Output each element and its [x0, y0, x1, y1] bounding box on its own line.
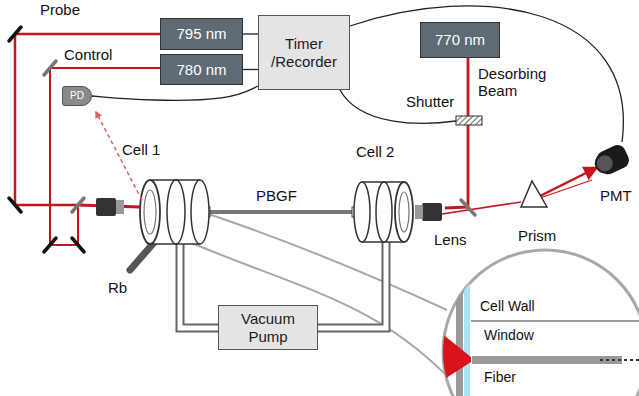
- part-label: Window: [484, 328, 534, 343]
- mirror: [44, 238, 56, 252]
- part-label: Control: [64, 47, 112, 64]
- signal-wires: [340, 6, 623, 142]
- node-text: PD: [70, 90, 84, 102]
- laser-beams: [15, 34, 596, 245]
- cell-window: [399, 192, 409, 232]
- desorbing-beam: [445, 58, 468, 208]
- prism: [521, 181, 547, 207]
- dispersed-beam: [540, 180, 592, 198]
- node-text: 795 nm: [176, 25, 226, 42]
- vacuum-tube: [180, 244, 218, 328]
- cell-window: [144, 190, 156, 234]
- probe-beam: [15, 34, 160, 205]
- pbgf-fiber: [205, 210, 358, 214]
- laser-box: 780 nm: [160, 54, 243, 85]
- signal-wire: [243, 69, 258, 70]
- signal-wire: [92, 86, 258, 100]
- node-text: Timer /Recorder: [265, 35, 343, 70]
- fiber: [472, 356, 622, 364]
- shutter-wire: [340, 90, 456, 123]
- pmt-wire: [350, 6, 623, 142]
- part-label: PBGF: [256, 188, 297, 205]
- control-beam: [50, 68, 160, 245]
- pmt-window: [593, 151, 617, 175]
- lens: [96, 198, 116, 216]
- pmt-detector: [592, 142, 632, 178]
- cell-flange: [376, 182, 392, 242]
- part-label: Shutter: [406, 94, 454, 111]
- wall-edge: [471, 320, 639, 322]
- inset-circle: [443, 250, 639, 396]
- lens: [415, 205, 423, 219]
- window-glass: [464, 250, 470, 396]
- part-label: Cell Wall: [480, 299, 535, 314]
- photodiode: PD: [62, 86, 92, 106]
- zoom-line: [180, 238, 462, 392]
- cell-2: [354, 182, 413, 242]
- node-text: 770 nm: [435, 31, 485, 48]
- signal-wire: [243, 33, 258, 34]
- laser-box: 795 nm: [160, 18, 243, 50]
- signal-beam: [442, 202, 521, 214]
- mirrors: [9, 27, 475, 252]
- laser-box: 770 nm: [420, 22, 500, 58]
- mirror: [9, 27, 21, 41]
- instrument-box: Timer /Recorder: [258, 15, 350, 90]
- part-label: Desorbing Beam: [478, 66, 558, 99]
- cell-flange: [191, 180, 209, 244]
- cell-1: [140, 180, 209, 244]
- mirror: [72, 238, 84, 252]
- beam-splitter: [461, 200, 475, 215]
- shutter: [456, 116, 482, 125]
- focused-beam: [440, 332, 471, 382]
- fiber-core: [600, 359, 639, 361]
- beam-splitter: [72, 198, 84, 212]
- vacuum-tube: [318, 242, 386, 328]
- part-label: Cell 2: [356, 144, 394, 161]
- cell-window: [140, 180, 160, 244]
- node-text: Vacuum Pump: [232, 310, 304, 345]
- part-label: Prism: [518, 228, 556, 245]
- cell-flange: [354, 182, 370, 242]
- cell-wall: [456, 250, 463, 396]
- vacuum-tube: [180, 244, 218, 328]
- vacuum-tube: [318, 242, 386, 328]
- lens: [422, 203, 442, 221]
- mirror: [44, 61, 56, 75]
- part-label: Rb: [108, 280, 127, 297]
- instrument-box: Vacuum Pump: [218, 305, 318, 350]
- part-label: Cell 1: [122, 142, 160, 159]
- mirror: [9, 198, 21, 212]
- part-label: Probe: [40, 2, 80, 19]
- cell-flange: [167, 180, 185, 244]
- lens: [116, 200, 124, 214]
- cell-window: [395, 182, 413, 242]
- part-label: PMT: [600, 188, 632, 205]
- node-text: 780 nm: [176, 61, 226, 78]
- part-label: Fiber: [484, 370, 516, 385]
- part-label: Lens: [434, 232, 467, 249]
